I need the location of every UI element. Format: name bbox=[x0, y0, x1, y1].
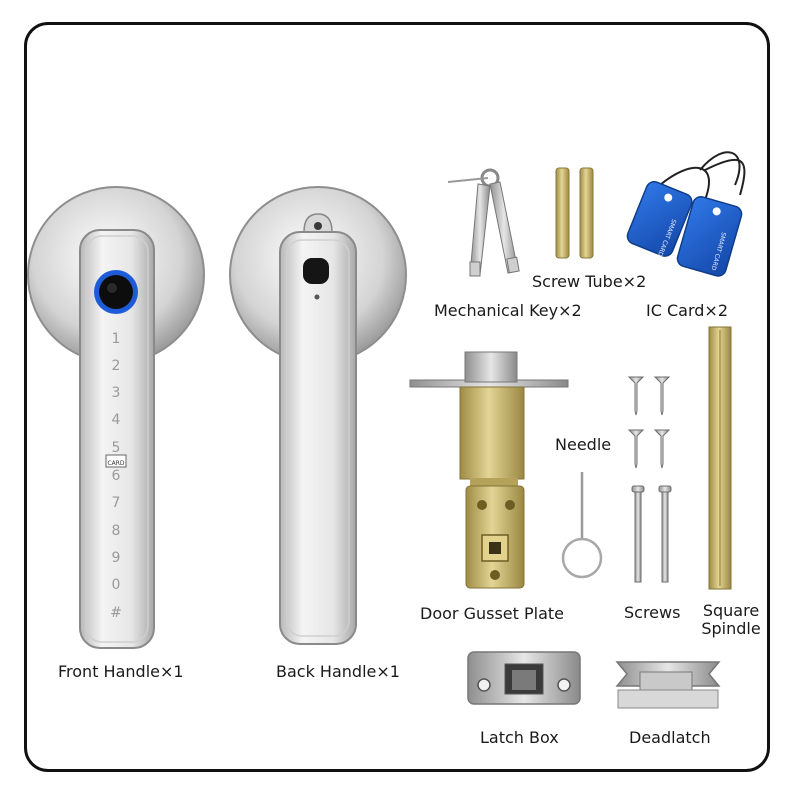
front-handle: 1 2 3 4 5 6 7 8 9 0 # CARD bbox=[27, 186, 205, 649]
keypad-digit: 9 bbox=[112, 550, 121, 566]
keypad-digit: 1 bbox=[112, 331, 121, 347]
deadlatch-label: Deadlatch bbox=[629, 728, 711, 747]
knob-button-icon bbox=[303, 258, 329, 284]
keypad: 1 2 3 4 5 6 7 8 9 0 # CARD bbox=[105, 331, 127, 621]
needle bbox=[561, 472, 603, 579]
keypad-digit: 4 bbox=[112, 412, 121, 428]
latch-box bbox=[467, 651, 581, 705]
screw-tubes bbox=[555, 167, 594, 259]
card-reader-badge bbox=[105, 454, 127, 468]
keypad-digit: 2 bbox=[112, 358, 121, 374]
screws-label: Screws bbox=[624, 603, 681, 622]
mechanical-keys bbox=[447, 168, 520, 277]
door-gusset-plate bbox=[409, 351, 569, 589]
ic-cards: SMART CARD SMART CARD bbox=[626, 151, 746, 277]
keypad-digit: 5 bbox=[112, 440, 121, 456]
back-handle-label: Back Handle×1 bbox=[276, 662, 400, 681]
latch-box-label: Latch Box bbox=[480, 728, 559, 747]
keypad-digit: 8 bbox=[112, 523, 121, 539]
needle-label: Needle bbox=[555, 435, 612, 454]
screw-tube-label: Screw Tube×2 bbox=[532, 272, 647, 291]
square-spindle bbox=[708, 326, 732, 590]
keypad-digit: 7 bbox=[112, 495, 121, 511]
keypad-digit: 0 bbox=[112, 577, 121, 593]
keypad-digit: 3 bbox=[112, 385, 121, 401]
square-spindle-label-line2: Spindle bbox=[701, 619, 761, 638]
deadlatch bbox=[615, 661, 721, 709]
door-gusset-plate-label: Door Gusset Plate bbox=[420, 604, 564, 623]
front-handle-label: Front Handle×1 bbox=[58, 662, 184, 681]
keypad-digit: # bbox=[110, 605, 122, 621]
back-handle bbox=[229, 186, 407, 645]
square-spindle-label-line1: Square bbox=[702, 601, 760, 620]
ic-card-label: IC Card×2 bbox=[646, 301, 728, 320]
screws bbox=[627, 376, 672, 583]
card-badge-text: CARD bbox=[107, 460, 124, 467]
mechanical-key-label: Mechanical Key×2 bbox=[434, 301, 582, 320]
keypad-digit: 6 bbox=[112, 468, 121, 484]
